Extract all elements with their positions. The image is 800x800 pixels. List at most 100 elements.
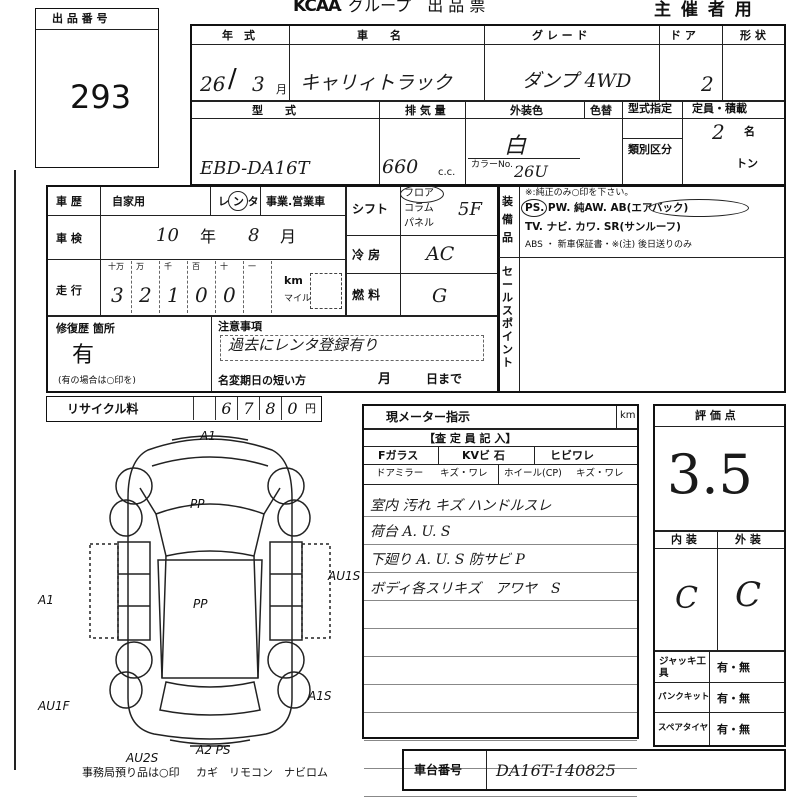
- odometer-digit: 3: [111, 283, 124, 307]
- front-glass-label: Fガラス: [378, 449, 419, 462]
- recycle-digit: 7: [237, 397, 259, 420]
- displacement-unit: c.c.: [438, 167, 456, 178]
- door-mirror-label: ドアミラー: [376, 468, 424, 479]
- ac-value: AC: [426, 243, 455, 265]
- form-title: . グループ 出 品 票: [338, 0, 486, 15]
- door-mirror-value: キズ・ワレ: [440, 468, 488, 479]
- jack-label: ジャッキ工具: [659, 656, 707, 679]
- organizer-label: 主 催 者 用: [654, 0, 754, 20]
- sales-point-label: セールスポイント: [502, 265, 513, 369]
- repair-note: (有の場合は○印を): [58, 376, 136, 386]
- color-no-value: 26U: [514, 162, 548, 181]
- inspection-month-unit: 月: [280, 227, 297, 246]
- vehicle-info-table: 年 式 車 名 グ レ ー ド ド ア 形 状 26 / 3 月 キャリィトラッ…: [190, 24, 786, 186]
- transfer-day: 日まで: [426, 372, 463, 386]
- equipment-line1: ※:純正のみ○印を下さい。: [525, 188, 634, 198]
- ps-circle-mark: [521, 199, 547, 217]
- car-name-label: 車 名: [357, 29, 401, 42]
- damage-diagram: A1 PP PP A1 AU1S AU1F A1S AU2S A2 PS: [37, 429, 360, 765]
- chassis-label: 車台番号: [414, 763, 463, 777]
- wheel-value: キズ・ワレ: [576, 468, 624, 479]
- private-use-label: 自家用: [112, 195, 145, 208]
- notes-label: 注意事項: [218, 320, 262, 333]
- notes-field: [220, 335, 484, 361]
- spare-tire-label: スペアタイヤ: [658, 723, 709, 733]
- equipment-label: 装 備 品: [502, 195, 513, 244]
- recycle-digit: 8: [259, 397, 281, 420]
- recycle-digit: 0: [281, 397, 303, 420]
- rating-box: 評 価 点 3.5 内 装 外 装 C C ジャッキ工具 有・無 パンクキット …: [653, 404, 786, 747]
- inspection-label: 車 検: [56, 232, 82, 245]
- odometer-digit: 0: [195, 283, 208, 307]
- capacity-unit: 名: [744, 125, 755, 138]
- inspector-note-1: 室内 汚れ キズ ハンドルスレ: [370, 498, 552, 514]
- recycle-digit: 6: [215, 397, 237, 420]
- inspection-year-unit: 年: [200, 227, 217, 246]
- jack-value: 有・無: [717, 661, 750, 674]
- transfer-month: 月: [378, 372, 392, 387]
- exterior-color-label: 外装色: [510, 104, 543, 117]
- svg-text:AU1F: AU1F: [37, 699, 71, 713]
- svg-text:A1S: A1S: [307, 689, 332, 703]
- fuel-label: 燃 料: [352, 288, 381, 302]
- score-value: 3.5: [667, 443, 753, 506]
- ruled-line: [364, 684, 637, 685]
- inspection-year: 10: [156, 225, 179, 246]
- svg-text:A1: A1: [199, 429, 216, 443]
- notes-value: 過去にレンタ登録有り: [228, 336, 379, 354]
- repair-label: 修復歴 箇所: [56, 322, 115, 335]
- column-label: コラム: [404, 203, 434, 214]
- km-label: km: [284, 274, 303, 287]
- odometer-digit-label: 万: [136, 262, 144, 271]
- puncture-kit-value: 有・無: [717, 692, 750, 705]
- load-unit: トン: [736, 157, 758, 170]
- ruled-line: [364, 768, 637, 769]
- floor-circle-mark: [400, 185, 444, 203]
- ruled-line: [364, 712, 637, 713]
- year-label: 年 式: [222, 29, 255, 42]
- color-value: 白: [504, 134, 527, 159]
- equipment-line4: ABS ・ 新車保証書・※(注) 後日送りのみ: [525, 240, 693, 250]
- capacity-value: 2: [712, 120, 725, 144]
- model-code: EBD-DA16T: [200, 158, 310, 179]
- ruled-line: [364, 544, 637, 545]
- year-value: 26: [200, 72, 226, 96]
- front-glass-value: KVビ 石: [462, 449, 505, 462]
- capacity-label: 定員・積載: [692, 102, 747, 115]
- inspector-note-3: 下廻り A. U. S 防サビ P: [370, 552, 525, 568]
- meter-label: 現メーター指示: [386, 410, 471, 424]
- fuel-value: G: [432, 285, 448, 307]
- svg-text:A2 PS: A2 PS: [195, 743, 231, 757]
- exterior-label: 外 装: [735, 533, 761, 546]
- office-note: 事務局預り品は○印: [82, 766, 180, 779]
- odometer-digit-cell: 一: [244, 261, 272, 313]
- mileage-label: 走 行: [56, 284, 82, 297]
- ab-circle-mark: [649, 199, 749, 217]
- shift-label: シフト: [352, 202, 389, 216]
- equipment-line2: PS. PW. 純AW. AB(エアバック): [525, 202, 689, 214]
- model-label: 型 式: [252, 104, 296, 117]
- lot-number-label: 出 品 番 号: [52, 12, 108, 25]
- interior-value: C: [675, 581, 698, 616]
- score-label: 評 価 点: [695, 409, 736, 422]
- history-label: 車 歴: [56, 195, 82, 208]
- odometer-digit: 1: [167, 283, 180, 307]
- keys-note: カギ リモコン ナビロム: [196, 766, 328, 779]
- mile-label: マイル: [284, 294, 312, 304]
- exterior-value: C: [735, 575, 762, 615]
- svg-text:PP: PP: [190, 497, 205, 511]
- puncture-kit-label: パンクキット: [658, 692, 710, 702]
- ruled-line: [364, 796, 637, 797]
- month-unit: 月: [276, 83, 287, 96]
- ruled-line: [364, 628, 637, 629]
- model-designation-label: 型式指定: [628, 102, 672, 115]
- ruled-line: [364, 516, 637, 517]
- repair-value: 有: [72, 343, 95, 368]
- shape-label: 形 状: [740, 29, 766, 42]
- transfer-label: 名変期日の短い方: [218, 374, 306, 387]
